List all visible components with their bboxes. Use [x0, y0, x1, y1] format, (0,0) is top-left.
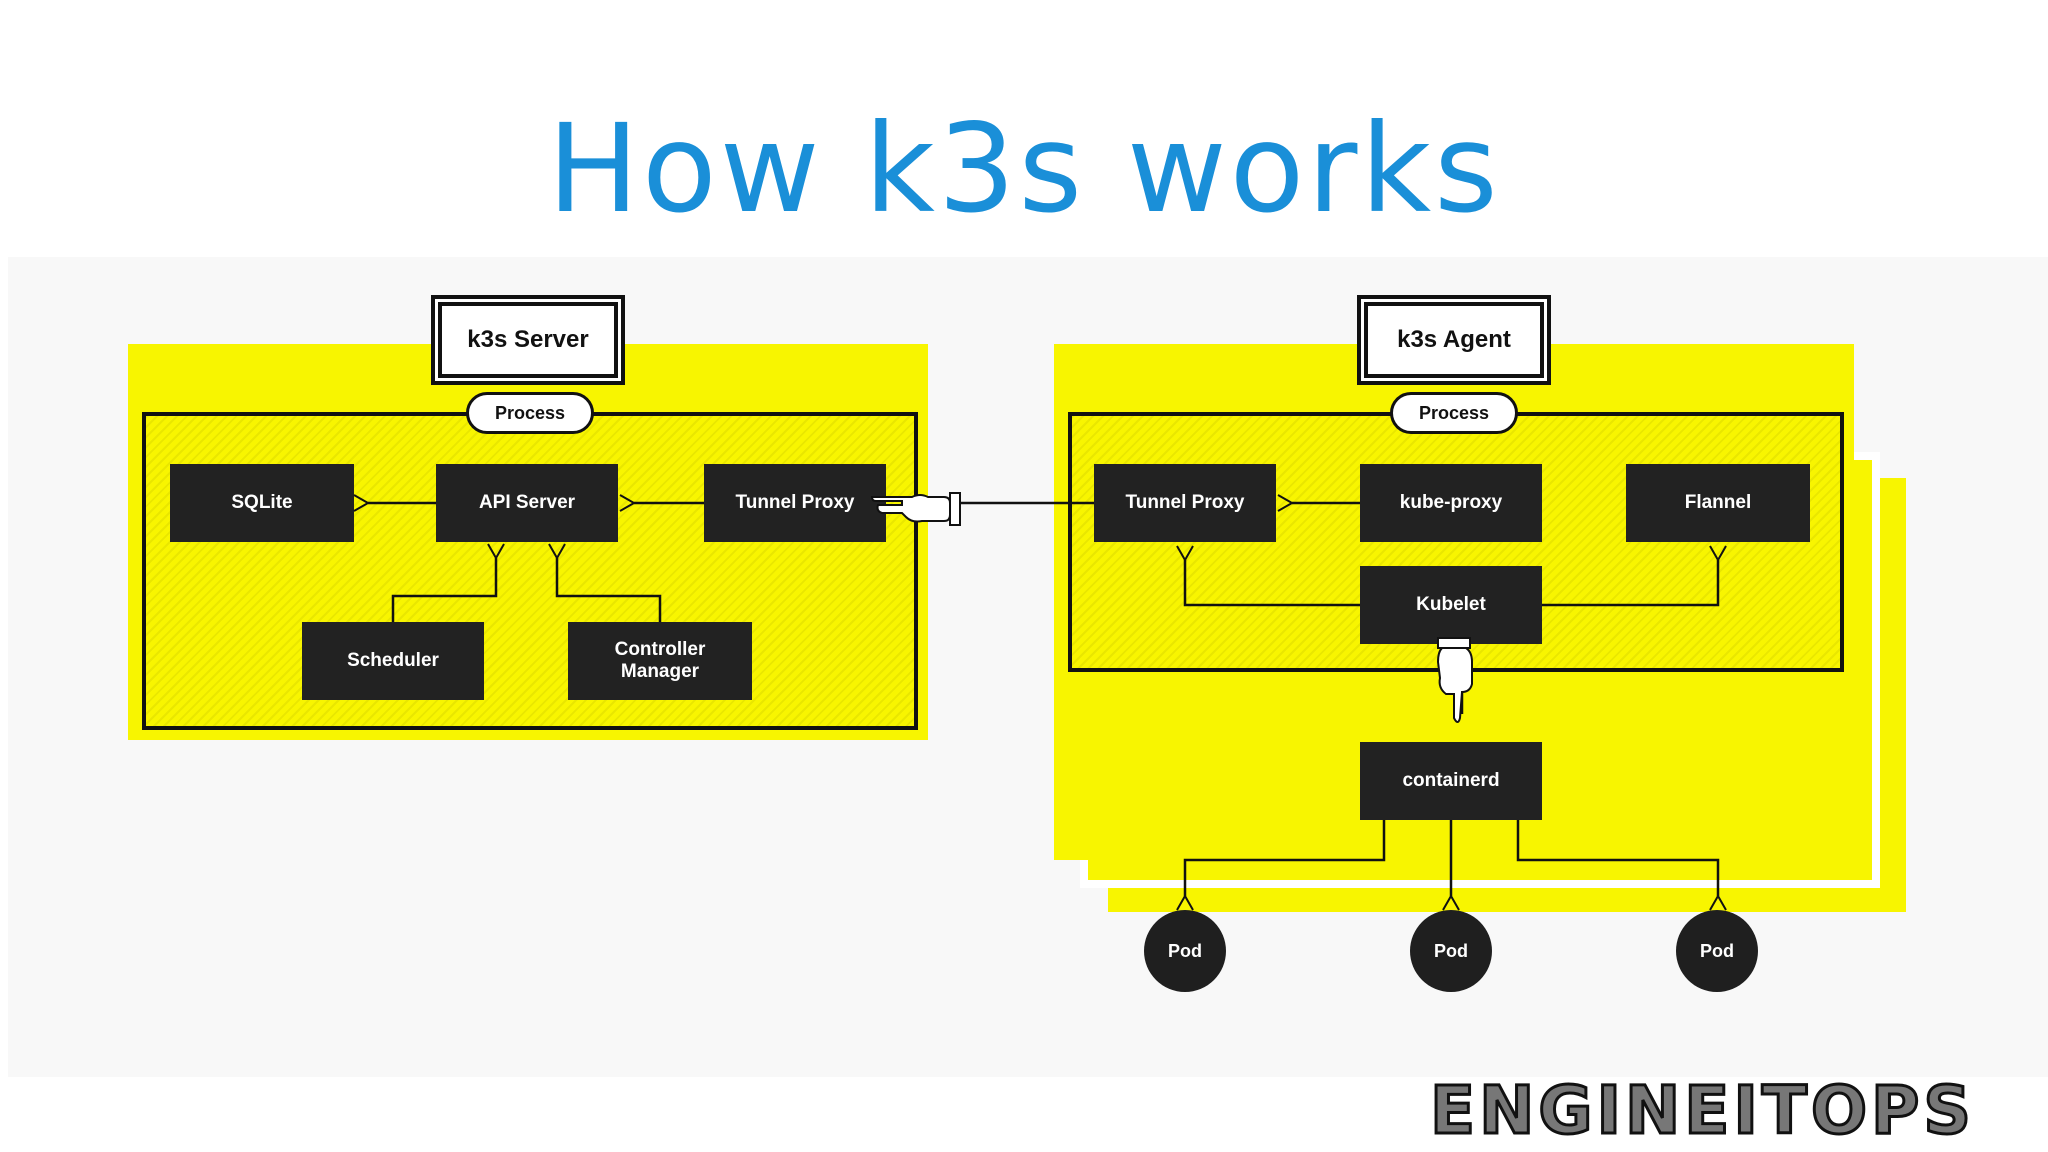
agent-label: k3s Agent	[1364, 302, 1544, 378]
pointing-hand-right-icon	[870, 492, 961, 526]
kube-proxy-box: kube-proxy	[1360, 464, 1542, 542]
scheduler-box: Scheduler	[302, 622, 484, 700]
controller-manager-line2: Manager	[620, 661, 700, 682]
kubelet-to-tunnel-arrow	[1185, 560, 1360, 607]
pod-3: Pod	[1676, 910, 1758, 992]
controller-manager-line1: Controller	[614, 639, 706, 661]
sqlite-box: SQLite	[170, 464, 354, 542]
agent-tunnel-proxy-box: Tunnel Proxy	[1094, 464, 1276, 542]
engineitops-logo: ENGINEITOPS	[1429, 1072, 1975, 1149]
pod-2: Pod	[1410, 910, 1492, 992]
kubelet-to-flannel-arrow	[1542, 560, 1718, 607]
containerd-box: containerd	[1360, 742, 1542, 820]
pointing-hand-down-icon	[1436, 637, 1473, 723]
flannel-box: Flannel	[1626, 464, 1810, 542]
server-label: k3s Server	[438, 302, 618, 378]
kubelet-box: Kubelet	[1360, 566, 1542, 644]
pod-1: Pod	[1144, 910, 1226, 992]
scheduler-to-api-arrow	[391, 558, 496, 622]
agent-process-pill: Process	[1390, 392, 1518, 434]
api-server-box: API Server	[436, 464, 618, 542]
controller-manager-box: Controller Manager	[568, 622, 752, 700]
controller-to-api-arrow	[557, 558, 662, 622]
server-tunnel-proxy-box: Tunnel Proxy	[704, 464, 886, 542]
containerd-to-pod-3-arrow	[1516, 820, 1718, 896]
server-process-pill: Process	[466, 392, 594, 434]
slide-title: How k3s works	[547, 98, 1501, 240]
containerd-to-pod-1-arrow	[1185, 820, 1386, 896]
